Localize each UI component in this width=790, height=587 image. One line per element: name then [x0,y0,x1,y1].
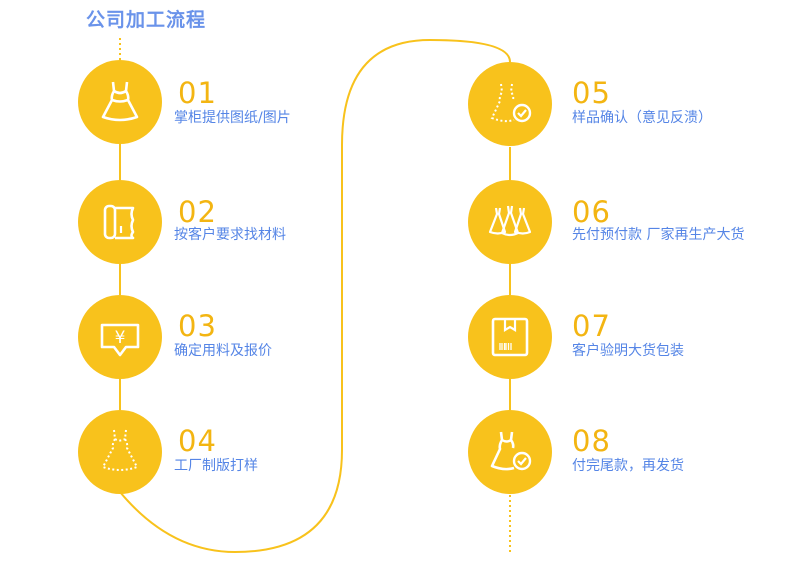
svg-text:¥: ¥ [115,328,126,348]
step-05-number: 05 [572,76,611,110]
step-03-circle: ¥ [78,295,162,379]
step-05-circle [468,62,552,146]
step-04-circle [78,410,162,494]
dress-check-icon [490,431,532,471]
page-title: 公司加工流程 [86,9,207,31]
step-07-circle [468,295,552,379]
price-tag-icon: ¥ [100,323,140,357]
step-08-label: 付完尾款，再发货 [572,458,684,474]
fabric-roll-icon [103,204,135,240]
step-06-label: 先付预付款 厂家再生产大货 [572,227,745,243]
dress-icon [101,81,139,122]
step-08-number: 08 [572,424,611,458]
step-08-circle [468,410,552,494]
dress-check-icon [490,83,532,123]
step-07-label: 客户验明大货包装 [572,343,684,359]
step-03-number: 03 [178,309,217,343]
dashed-dress-icon [101,429,139,471]
step-02-label: 按客户要求找材料 [174,227,286,243]
package-box-icon [491,317,529,357]
step-03-label: 确定用料及报价 [174,343,272,359]
step-02-number: 02 [178,195,217,229]
step-01-number: 01 [178,76,217,110]
step-05-label: 样品确认（意见反溃） [572,110,712,126]
step-06-circle [468,180,552,264]
step-06-number: 06 [572,195,611,229]
step-01-circle [78,60,162,144]
step-02-circle [78,180,162,264]
step-01-label: 掌柜提供图纸/图片 [174,110,291,126]
dresses-batch-icon [488,205,532,237]
step-04-number: 04 [178,424,217,458]
step-04-label: 工厂制版打样 [174,458,258,474]
step-07-number: 07 [572,309,611,343]
